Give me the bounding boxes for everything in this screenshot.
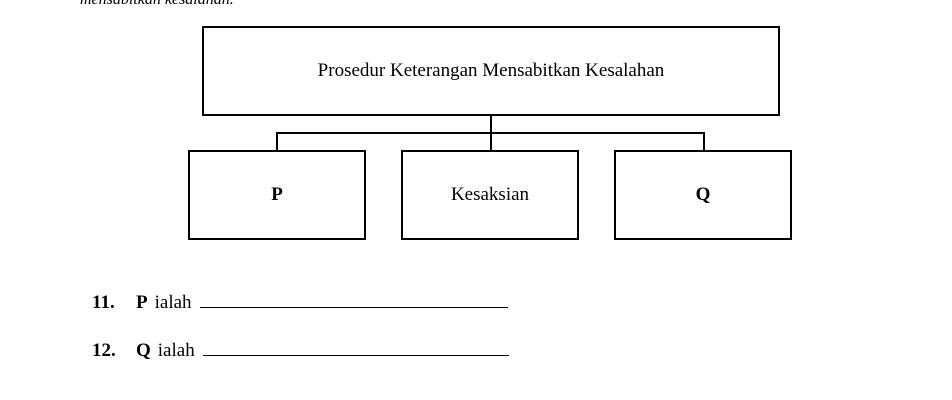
question-12-word: ialah bbox=[157, 340, 195, 361]
question-12-variable: Q bbox=[136, 340, 151, 361]
root-procedure-box: Prosedur Keterangan Mensabitkan Kesalaha… bbox=[202, 26, 780, 116]
question-11-word: ialah bbox=[154, 292, 192, 313]
question-11-variable: P bbox=[136, 292, 148, 313]
question-11: 11. P ialah bbox=[92, 289, 508, 314]
child-box-kesaksian-label: Kesaksian bbox=[450, 184, 530, 205]
root-procedure-label: Prosedur Keterangan Mensabitkan Kesalaha… bbox=[317, 60, 665, 81]
question-12-number: 12. bbox=[92, 340, 116, 361]
question-12: 12. Q ialah bbox=[92, 337, 509, 362]
cut-off-header-text: mensabitkan kesalahan. bbox=[80, 0, 234, 9]
child-box-p-label: P bbox=[271, 184, 283, 205]
child-box-q: Q bbox=[614, 150, 792, 240]
question-12-answer-blank[interactable] bbox=[202, 337, 509, 356]
question-11-number: 11. bbox=[92, 292, 115, 313]
question-11-answer-blank[interactable] bbox=[199, 289, 508, 308]
child-box-kesaksian: Kesaksian bbox=[401, 150, 579, 240]
child-box-q-label: Q bbox=[695, 184, 711, 205]
child-box-p: P bbox=[188, 150, 366, 240]
